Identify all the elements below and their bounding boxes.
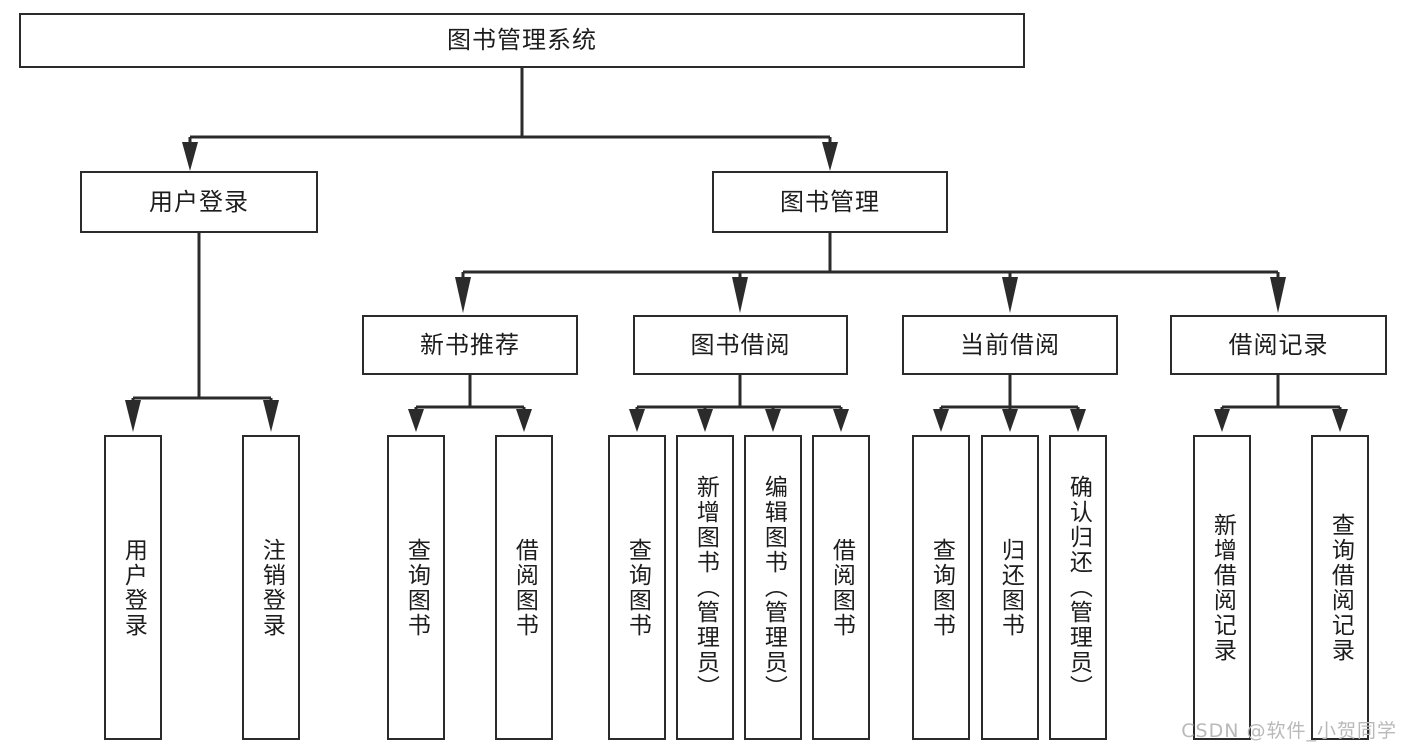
node-label: 查询图书	[928, 537, 955, 638]
node-leaf-edit-book[interactable]: 编辑图书（管理员）	[744, 435, 802, 740]
node-leaf-query-book-1[interactable]: 查询图书	[387, 435, 445, 740]
node-leaf-borrow-book-1[interactable]: 借阅图书	[495, 435, 553, 740]
node-label: 用户登录	[120, 537, 147, 638]
node-user-login[interactable]: 用户登录	[80, 171, 318, 233]
node-label: 图书管理	[780, 187, 880, 216]
node-label: 确认归还（管理员）	[1065, 475, 1092, 700]
node-leaf-query-book-2[interactable]: 查询图书	[608, 435, 666, 740]
node-label: 新增图书（管理员）	[692, 475, 719, 700]
csdn-watermark: CSDN @软件_小贺同学	[1181, 720, 1397, 742]
node-new-book-recommend[interactable]: 新书推荐	[362, 315, 578, 375]
node-label: 编辑图书（管理员）	[760, 475, 787, 700]
node-label: 查询图书	[624, 537, 651, 638]
node-label: 新书推荐	[420, 330, 520, 359]
node-label: 归还图书	[997, 537, 1024, 638]
node-leaf-query-book-3[interactable]: 查询图书	[912, 435, 970, 740]
node-leaf-add-book[interactable]: 新增图书（管理员）	[676, 435, 734, 740]
node-label: 图书管理系统	[447, 26, 597, 55]
node-borrow-record[interactable]: 借阅记录	[1170, 315, 1387, 375]
node-label: 借阅图书	[828, 537, 855, 638]
node-label: 查询图书	[403, 537, 430, 638]
node-label: 用户登录	[149, 187, 249, 216]
node-label: 图书借阅	[690, 330, 791, 359]
node-label: 新增借阅记录	[1209, 512, 1236, 663]
node-leaf-return-book[interactable]: 归还图书	[981, 435, 1039, 740]
node-current-borrow[interactable]: 当前借阅	[902, 315, 1118, 375]
node-root[interactable]: 图书管理系统	[19, 13, 1025, 68]
node-book-borrow[interactable]: 图书借阅	[633, 315, 848, 375]
node-leaf-user-login[interactable]: 用户登录	[104, 435, 162, 740]
node-label: 查询借阅记录	[1327, 512, 1354, 663]
node-leaf-add-record[interactable]: 新增借阅记录	[1193, 435, 1251, 740]
node-leaf-confirm-return[interactable]: 确认归还（管理员）	[1049, 435, 1107, 740]
node-book-management[interactable]: 图书管理	[712, 171, 948, 233]
node-leaf-borrow-book-2[interactable]: 借阅图书	[812, 435, 870, 740]
node-leaf-query-record[interactable]: 查询借阅记录	[1311, 435, 1369, 740]
node-label: 借阅记录	[1228, 330, 1329, 359]
node-leaf-logout-login[interactable]: 注销登录	[242, 435, 300, 740]
node-label: 当前借阅	[960, 330, 1060, 359]
node-label: 借阅图书	[511, 537, 538, 638]
node-label: 注销登录	[258, 537, 285, 638]
